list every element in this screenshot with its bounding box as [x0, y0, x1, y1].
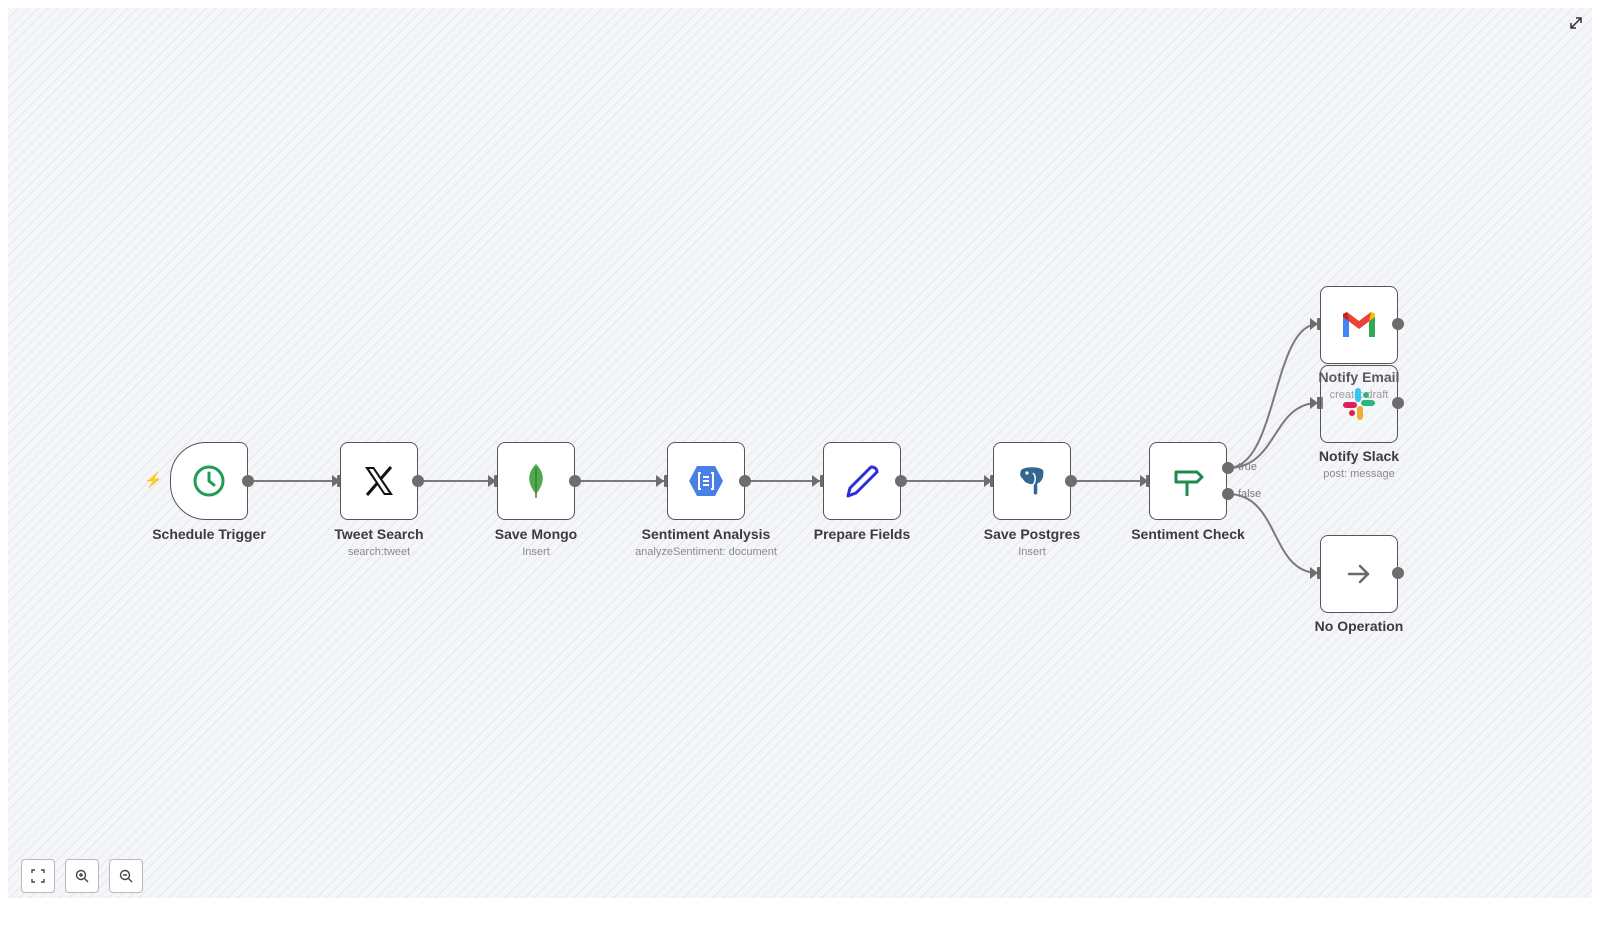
- zoom-out-icon: [119, 869, 133, 883]
- notify-slack-subtitle: post: message: [1323, 468, 1395, 480]
- tweet-search-output-port[interactable]: [412, 475, 424, 487]
- fit-view-button[interactable]: [21, 859, 55, 893]
- save-mongo-output-port[interactable]: [569, 475, 581, 487]
- node-tweet-search[interactable]: [340, 442, 418, 520]
- no-operation-title: No Operation: [1314, 618, 1404, 634]
- schedule-trigger-title: Schedule Trigger: [152, 526, 266, 542]
- node-no-operation[interactable]: [1320, 535, 1398, 613]
- slack-icon: [1321, 366, 1397, 442]
- notify-slack-title: Notify Slack: [1318, 448, 1400, 464]
- wire-true-email: [1227, 323, 1319, 469]
- branch-true-label: true: [1238, 461, 1257, 473]
- sentiment-analysis-subtitle: analyzeSentiment: document: [635, 546, 777, 558]
- save-postgres-title: Save Postgres: [983, 526, 1081, 542]
- save-mongo-subtitle: Insert: [522, 546, 550, 558]
- sentiment-check-true-port[interactable]: [1222, 462, 1234, 474]
- node-save-postgres[interactable]: [993, 442, 1071, 520]
- sentiment-analysis-output-port[interactable]: [739, 475, 751, 487]
- mongodb-leaf-icon: [498, 443, 574, 519]
- node-prepare-fields[interactable]: [823, 442, 901, 520]
- notify-email-title: Notify Email: [1318, 369, 1400, 385]
- prepare-fields-title: Prepare Fields: [813, 526, 911, 542]
- gmail-icon: [1321, 287, 1397, 363]
- sentiment-check-false-port[interactable]: [1222, 488, 1234, 500]
- tweet-search-subtitle: search:tweet: [347, 546, 411, 558]
- sentiment-check-title: Sentiment Check: [1131, 526, 1245, 542]
- fit-view-icon: [31, 869, 45, 883]
- connections-layer: [248, 318, 1319, 579]
- pencil-icon: [824, 443, 900, 519]
- notify-email-output-port[interactable]: [1392, 318, 1404, 330]
- wire-false-noop: [1227, 493, 1319, 574]
- tweet-search-title: Tweet Search: [334, 526, 424, 542]
- signpost-icon: [1150, 443, 1226, 519]
- save-postgres-subtitle: Insert: [1018, 546, 1046, 558]
- node-sentiment-analysis[interactable]: [667, 442, 745, 520]
- notify-slack-output-port[interactable]: [1392, 397, 1404, 409]
- clock-icon: [171, 443, 247, 519]
- workflow-canvas[interactable]: ⚡ Schedule Trigger Tweet Search search:t…: [8, 8, 1592, 898]
- expand-icon[interactable]: [1568, 15, 1584, 31]
- node-sentiment-check[interactable]: [1149, 442, 1227, 520]
- save-postgres-output-port[interactable]: [1065, 475, 1077, 487]
- node-save-mongo[interactable]: [497, 442, 575, 520]
- zoom-in-icon: [75, 869, 89, 883]
- x-logo-icon: [341, 443, 417, 519]
- save-mongo-title: Save Mongo: [494, 526, 578, 542]
- postgres-elephant-icon: [994, 443, 1070, 519]
- no-operation-output-port[interactable]: [1392, 567, 1404, 579]
- zoom-in-button[interactable]: [65, 859, 99, 893]
- node-notify-slack[interactable]: [1320, 365, 1398, 443]
- zoom-out-button[interactable]: [109, 859, 143, 893]
- node-notify-email[interactable]: [1320, 286, 1398, 364]
- node-schedule-trigger[interactable]: [170, 442, 248, 520]
- prepare-fields-output-port[interactable]: [895, 475, 907, 487]
- google-natural-language-icon: [668, 443, 744, 519]
- sentiment-analysis-title: Sentiment Analysis: [641, 526, 771, 542]
- branch-false-label: false: [1238, 488, 1262, 500]
- arrow-right-icon: [1321, 536, 1397, 612]
- schedule-trigger-output-port[interactable]: [242, 475, 254, 487]
- wire-true-slack: [1227, 402, 1319, 469]
- trigger-bolt-icon: ⚡: [144, 472, 163, 489]
